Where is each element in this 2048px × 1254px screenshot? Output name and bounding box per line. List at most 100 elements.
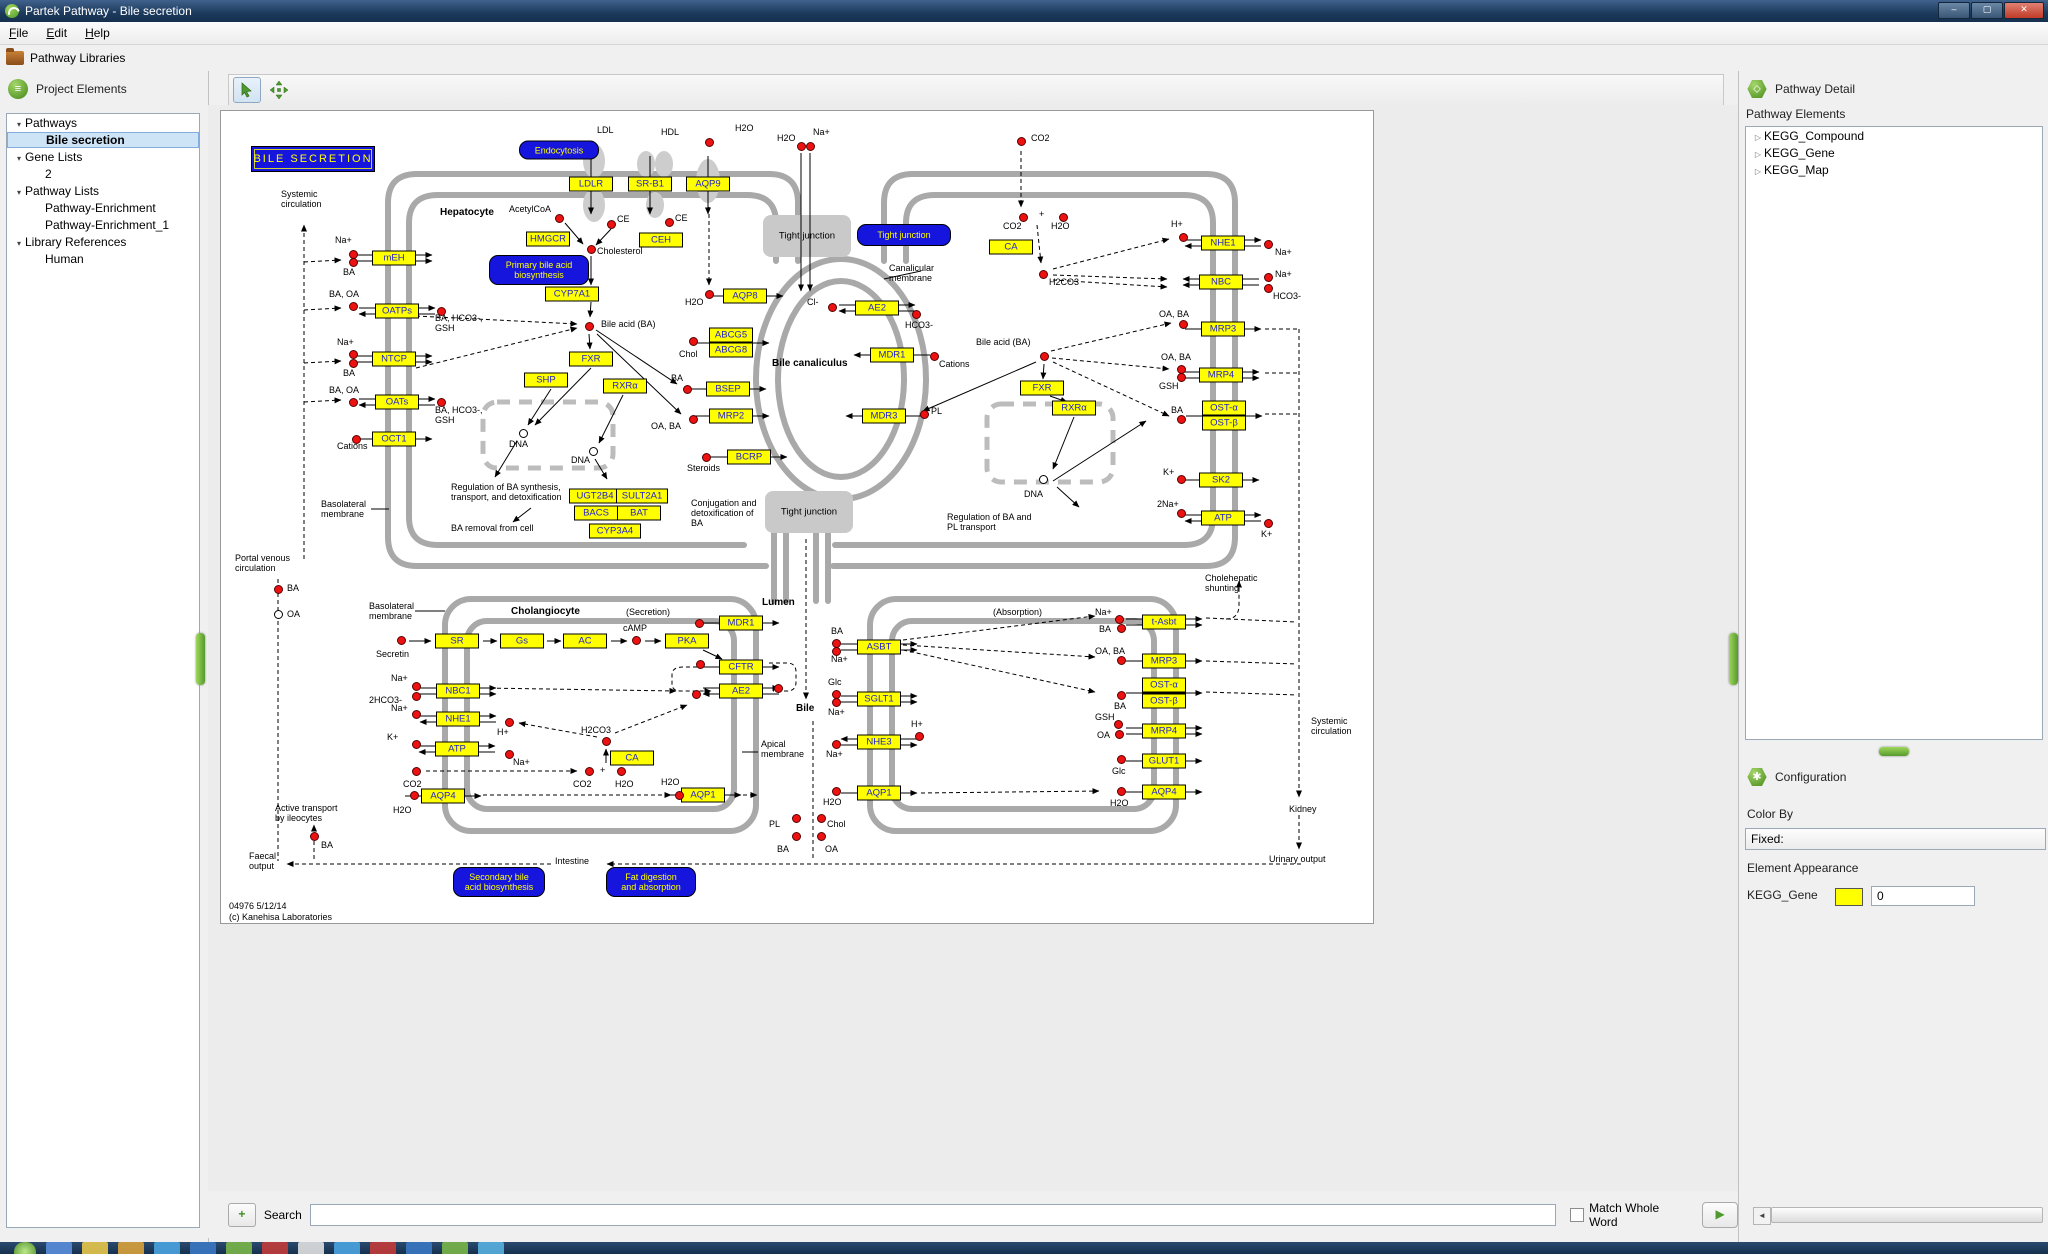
tree-item-gene-lists[interactable]: ▾Gene Lists	[7, 149, 199, 165]
tree-item-kegg-compound[interactable]: ▷KEGG_Compound	[1746, 128, 2042, 144]
compound-dot[interactable]	[1017, 137, 1026, 146]
taskbar-icon[interactable]	[478, 1242, 504, 1254]
minimize-button[interactable]: –	[1938, 2, 1970, 19]
compound-dot[interactable]	[797, 142, 806, 151]
compound-dot[interactable]	[832, 787, 841, 796]
select-cursor-button[interactable]	[233, 77, 261, 103]
compound-dot[interactable]	[1179, 233, 1188, 242]
scroll-thumb[interactable]	[1771, 1207, 2043, 1223]
compound-dot[interactable]	[274, 585, 283, 594]
color-by-select[interactable]: Fixed:	[1745, 828, 2046, 850]
gene-box-nbc[interactable]: NBC	[1199, 275, 1243, 290]
gene-box-fxr[interactable]: FXR	[1020, 381, 1064, 396]
compound-dot[interactable]	[412, 692, 421, 701]
gene-box-bacs[interactable]: BACS	[574, 506, 618, 521]
compound-dot[interactable]	[585, 767, 594, 776]
gene-box-ost-β[interactable]: OST-β	[1202, 416, 1246, 431]
compound-dot[interactable]	[1040, 352, 1049, 361]
expanded-icon[interactable]: ▾	[13, 236, 25, 252]
gene-box-gs[interactable]: Gs	[500, 634, 544, 649]
compound-dot[interactable]	[1115, 730, 1124, 739]
gene-box-aqp4[interactable]: AQP4	[421, 789, 465, 804]
gene-box-oatps[interactable]: OATPs	[375, 304, 419, 319]
add-search-button[interactable]: +	[228, 1203, 256, 1227]
compound-dot[interactable]	[696, 660, 705, 669]
gene-box-sk2[interactable]: SK2	[1199, 473, 1243, 488]
compound-dot[interactable]	[832, 740, 841, 749]
compound-dot[interactable]	[1177, 415, 1186, 424]
gene-box-mrp3[interactable]: MRP3	[1201, 322, 1245, 337]
gene-box-asbt[interactable]: ASBT	[857, 640, 901, 655]
gene-box-nbc1[interactable]: NBC1	[436, 684, 480, 699]
expanded-icon[interactable]: ▾	[13, 185, 25, 201]
gene-box-ntcp[interactable]: NTCP	[372, 352, 416, 367]
compound-dot[interactable]	[912, 310, 921, 319]
compound-dot[interactable]	[410, 791, 419, 800]
open-compound-circle[interactable]	[589, 447, 598, 456]
gene-box-ugt2b4[interactable]: UGT2B4	[569, 489, 621, 504]
gene-box-rxrα[interactable]: RXRα	[603, 379, 647, 394]
gene-box-sr-b1[interactable]: SR-B1	[628, 177, 672, 192]
menu-item-file[interactable]: File	[0, 24, 37, 42]
compound-dot[interactable]	[1177, 475, 1186, 484]
compound-dot[interactable]	[349, 302, 358, 311]
kegg-pathway-diagram[interactable]: BILE SECRETION	[220, 110, 1374, 924]
gene-box-ae2[interactable]: AE2	[719, 684, 763, 699]
gene-box-cyp3a4[interactable]: CYP3A4	[589, 524, 641, 539]
gene-box-t-asbt[interactable]: t-Asbt	[1142, 615, 1186, 630]
gene-box-bat[interactable]: BAT	[617, 506, 661, 521]
tree-item-pathways[interactable]: ▾Pathways	[7, 115, 199, 131]
collapsed-icon[interactable]: ▷	[1752, 130, 1764, 146]
compound-dot[interactable]	[412, 710, 421, 719]
gene-box-ost-β[interactable]: OST-β	[1142, 694, 1186, 709]
taskbar-icon[interactable]	[262, 1242, 288, 1254]
tree-item-kegg-gene[interactable]: ▷KEGG_Gene	[1746, 145, 2042, 161]
compound-dot[interactable]	[832, 647, 841, 656]
compound-dot[interactable]	[412, 682, 421, 691]
gene-box-nhe1[interactable]: NHE1	[1201, 236, 1245, 251]
gene-box-abcg5[interactable]: ABCG5	[709, 328, 753, 343]
taskbar-icon[interactable]	[406, 1242, 432, 1254]
gene-box-atp[interactable]: ATP	[1201, 511, 1245, 526]
gene-box-meh[interactable]: mEH	[372, 251, 416, 266]
gene-box-oats[interactable]: OATs	[375, 395, 419, 410]
left-splitter-grip[interactable]	[196, 633, 205, 685]
compound-dot[interactable]	[1117, 656, 1126, 665]
gene-box-glut1[interactable]: GLUT1	[1142, 754, 1186, 769]
gene-box-aqp8[interactable]: AQP8	[723, 289, 767, 304]
compound-dot[interactable]	[930, 352, 939, 361]
menu-item-edit[interactable]: Edit	[37, 24, 76, 42]
compound-dot[interactable]	[349, 350, 358, 359]
gene-box-aqp9[interactable]: AQP9	[686, 177, 730, 192]
windows-taskbar[interactable]	[0, 1242, 2048, 1254]
gene-box-ldlr[interactable]: LDLR	[569, 177, 613, 192]
match-whole-word-checkbox[interactable]	[1570, 1208, 1584, 1222]
compound-dot[interactable]	[1117, 691, 1126, 700]
compound-dot[interactable]	[806, 142, 815, 151]
compound-dot[interactable]	[695, 619, 704, 628]
compound-dot[interactable]	[689, 337, 698, 346]
compound-dot[interactable]	[1019, 213, 1028, 222]
gene-box-ost-α[interactable]: OST-α	[1202, 401, 1246, 416]
gene-box-nhe1[interactable]: NHE1	[436, 712, 480, 727]
taskbar-icon[interactable]	[154, 1242, 180, 1254]
gene-box-oct1[interactable]: OCT1	[372, 432, 416, 447]
gene-box-hmgcr[interactable]: HMGCR	[526, 232, 570, 247]
compound-dot[interactable]	[1264, 240, 1273, 249]
pathway-libraries-button[interactable]: Pathway Libraries	[30, 51, 125, 65]
compound-dot[interactable]	[587, 245, 596, 254]
gene-box-ca[interactable]: CA	[610, 751, 654, 766]
compound-dot[interactable]	[689, 415, 698, 424]
compound-dot[interactable]	[1177, 373, 1186, 382]
compound-dot[interactable]	[1059, 213, 1068, 222]
compound-dot[interactable]	[352, 435, 361, 444]
gene-box-fxr[interactable]: FXR	[569, 352, 613, 367]
taskbar-icon[interactable]	[118, 1242, 144, 1254]
start-orb[interactable]	[14, 1242, 36, 1254]
taskbar-icon[interactable]	[82, 1242, 108, 1254]
tree-item-pathway-enrichment[interactable]: Pathway-Enrichment	[7, 200, 199, 216]
compound-dot[interactable]	[555, 214, 564, 223]
compound-dot[interactable]	[412, 767, 421, 776]
gene-box-sult2a1[interactable]: SULT2A1	[616, 489, 668, 504]
gene-box-mdr1[interactable]: MDR1	[719, 616, 763, 631]
